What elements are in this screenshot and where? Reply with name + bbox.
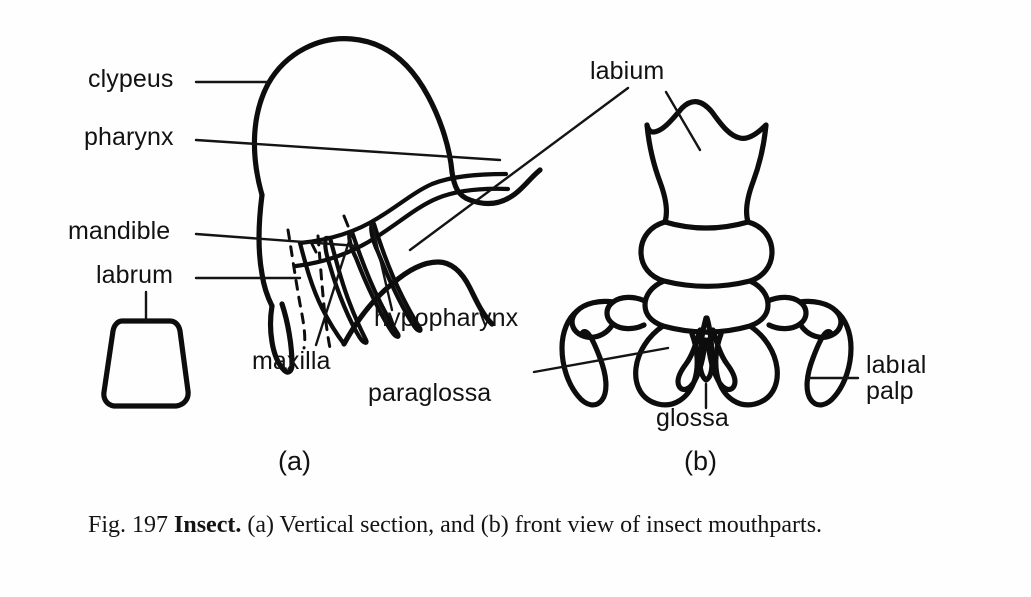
label-labial-palp-line2: palp — [866, 377, 914, 405]
label-labium: labium — [590, 57, 665, 85]
figure-caption: Fig. 197 Insect. (a) Vertical section, a… — [88, 512, 968, 539]
submentum-plate — [644, 99, 769, 231]
labial-palp-left-segment-2 — [569, 298, 616, 340]
label-pharynx: pharynx — [84, 123, 174, 151]
head-left-wall — [256, 192, 275, 309]
hypopharynx-blade — [347, 229, 401, 339]
label-paraglossa: paraglossa — [368, 379, 492, 407]
leader-lines — [144, 80, 860, 410]
labial-palp-right-segment-2 — [797, 298, 844, 340]
labrum-blade — [267, 301, 295, 375]
label-labial-palp-line1: labıal — [866, 351, 927, 379]
paraglossa-right — [713, 323, 780, 408]
mandible-dashed-outline-2 — [316, 234, 332, 350]
hypopharyngeal-wall — [297, 240, 347, 347]
leader-labium-b — [664, 90, 702, 152]
leader-hypopharynx — [370, 222, 394, 312]
blade-texture-tick-1 — [342, 214, 350, 228]
label-mandible: mandible — [68, 217, 171, 245]
leader-maxilla — [314, 230, 354, 347]
labial-palp-left-segment-1 — [604, 294, 648, 332]
panel-a-artwork — [101, 36, 543, 409]
maxilla-blade — [323, 235, 369, 345]
glossa-right — [705, 327, 738, 393]
clypeus-outline — [251, 36, 455, 198]
pharynx-upper-channel — [297, 171, 509, 246]
hypopharynx-blade-outer — [369, 221, 423, 333]
label-glossa: glossa — [656, 404, 729, 432]
prementum-band — [642, 278, 771, 335]
labial-palp-right-terminal — [804, 308, 854, 408]
panel-b-marker: (b) — [684, 446, 717, 476]
leader-paraglossa — [532, 346, 670, 374]
caption-description: (a) Vertical section, and (b) front view… — [241, 512, 823, 538]
leader-pharynx — [194, 138, 502, 162]
labium-wall-a — [341, 259, 495, 347]
leader-mandible — [194, 232, 360, 248]
caption-subject: Insect. — [174, 512, 242, 538]
leader-labium-a — [408, 86, 630, 252]
labial-palp-left-terminal — [559, 308, 609, 408]
label-labrum: labrum — [96, 261, 174, 289]
mandible-dashed-outline — [286, 228, 307, 350]
label-maxilla: maxilla — [252, 347, 331, 375]
labrum-detached-plate — [101, 318, 191, 409]
labial-palp-right-segment-1 — [765, 294, 809, 332]
label-hypopharynx: hypopharynx — [374, 304, 519, 332]
glossa-central-spike — [697, 315, 715, 383]
panel-b-artwork — [559, 99, 854, 408]
panel-a-marker: (a) — [278, 446, 311, 476]
clypeus-lower-right-lip — [449, 167, 543, 207]
label-clypeus: clypeus — [88, 65, 174, 93]
caption-number: Fig. 197 — [88, 512, 175, 538]
mentum-band — [638, 219, 775, 289]
pharynx-lower-channel — [293, 186, 511, 269]
blade-texture-tick-2 — [310, 242, 318, 254]
